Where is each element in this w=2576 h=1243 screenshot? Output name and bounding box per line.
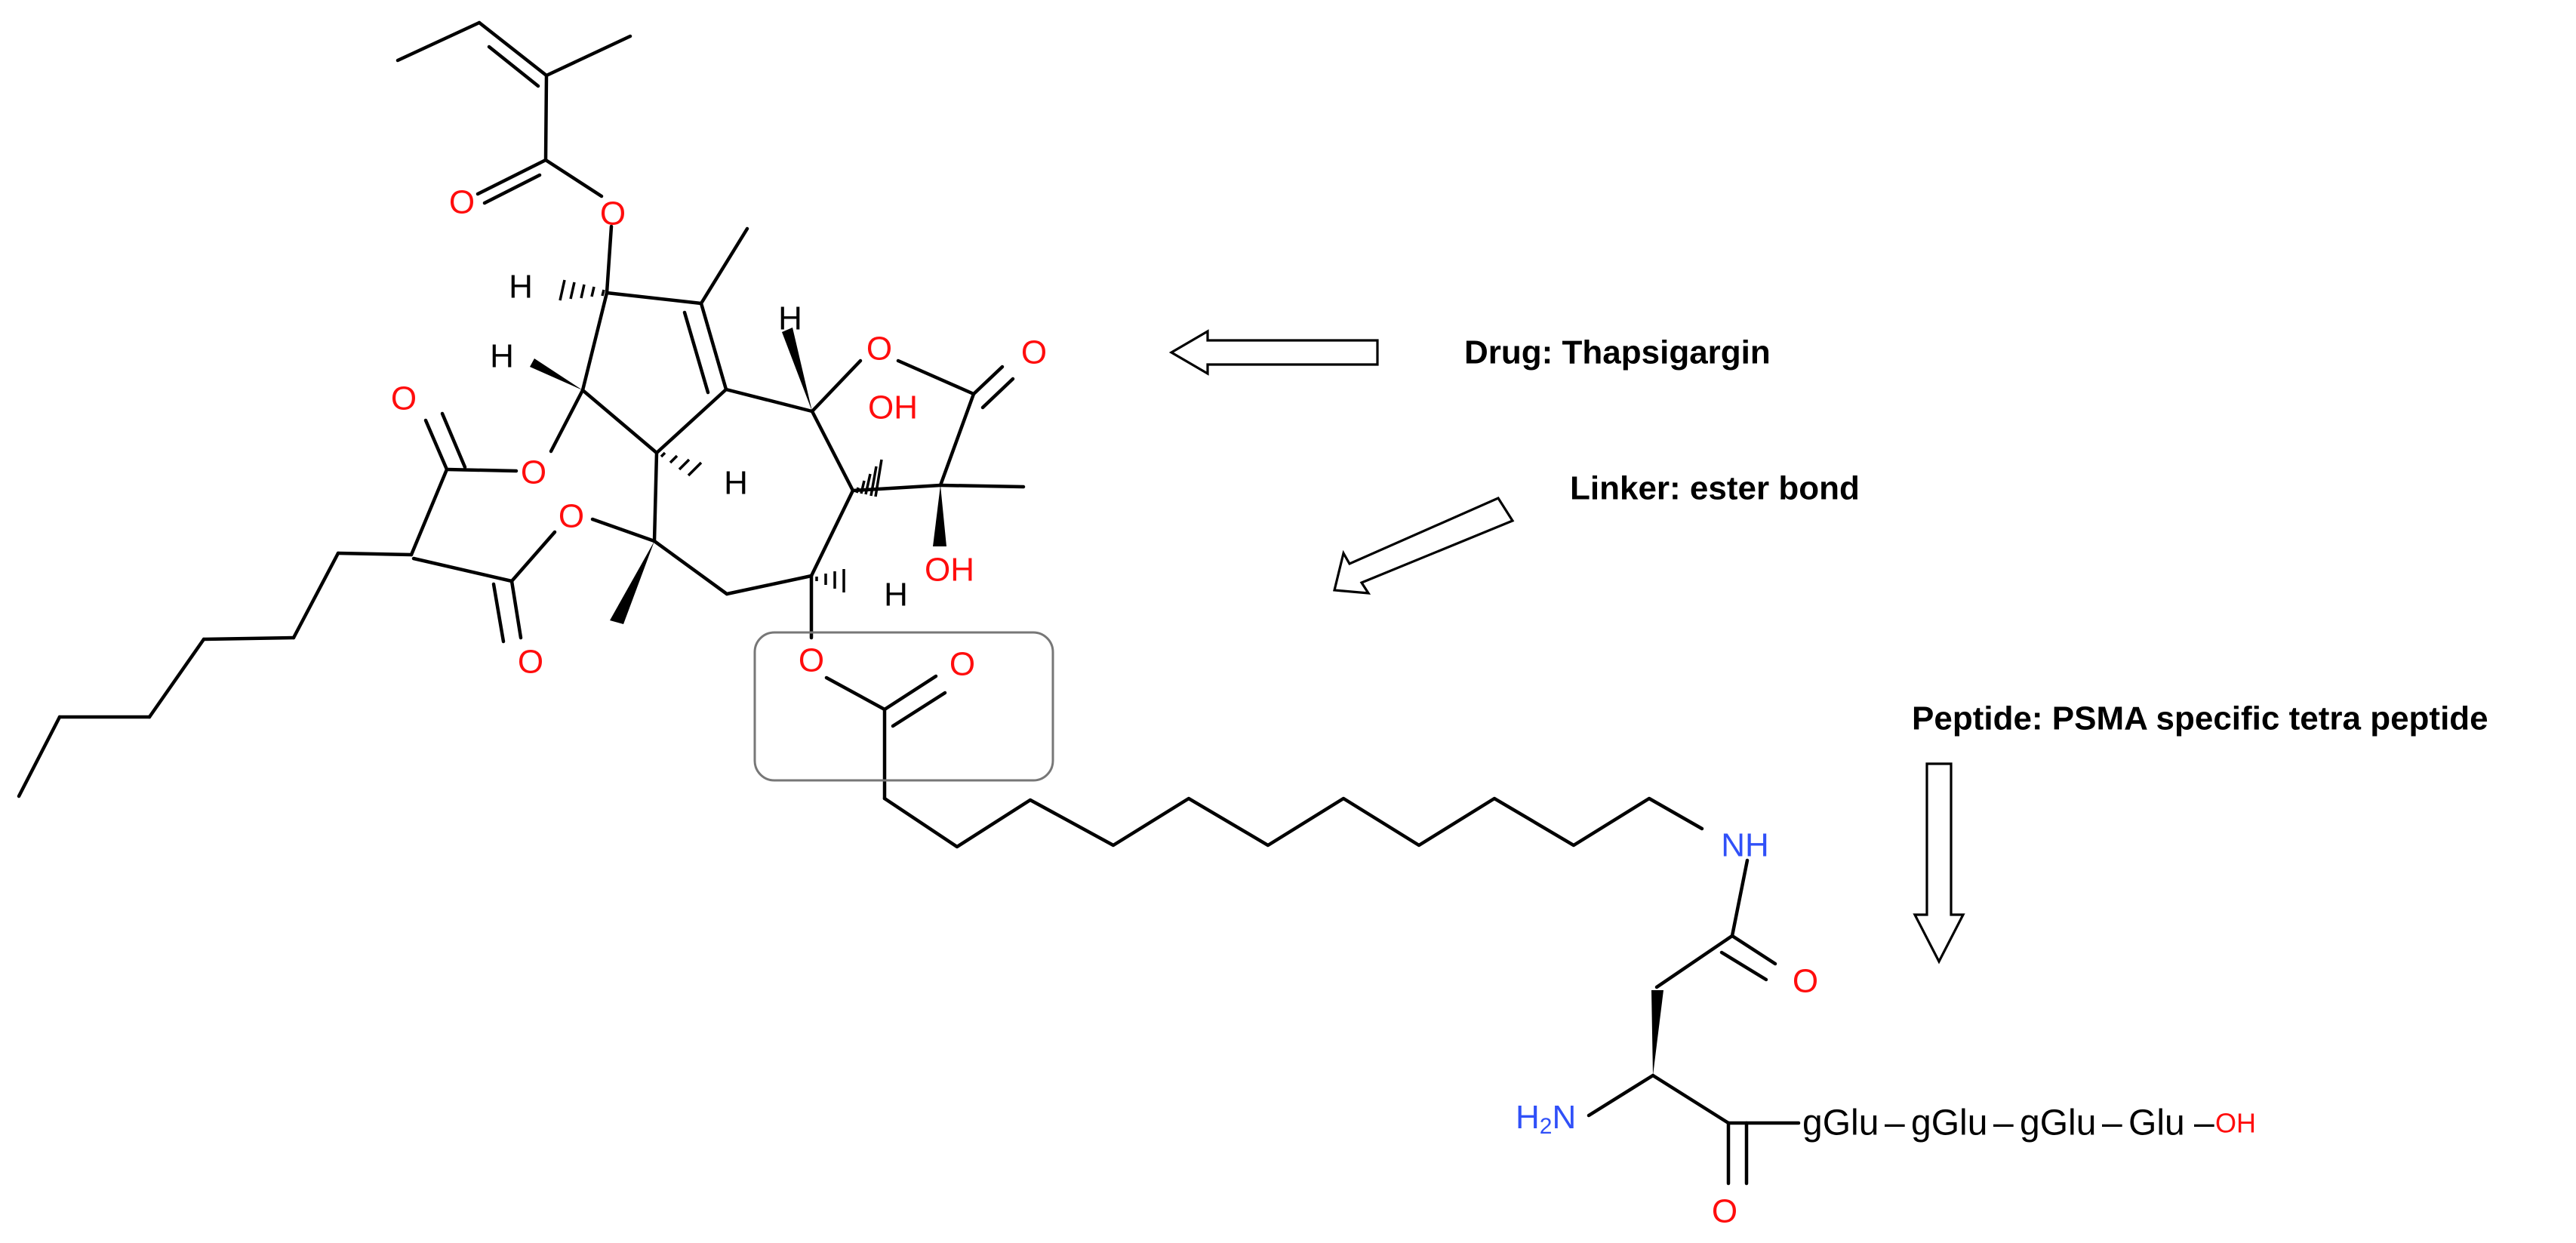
atom-nh: NH xyxy=(1721,827,1769,864)
atom-o: O xyxy=(1712,1193,1737,1230)
atom-o: O xyxy=(799,642,824,679)
h2n-n: N xyxy=(1552,1099,1576,1136)
hollow-arrow-left-icon xyxy=(1168,329,1379,376)
residue-ggl-3: gGlu xyxy=(2020,1103,2096,1143)
atom-o: O xyxy=(391,380,417,417)
atom-oh: OH xyxy=(868,389,918,426)
h2n-h: H xyxy=(1516,1099,1540,1136)
residue-ggl-2: gGlu xyxy=(1911,1103,1987,1143)
atom-h2n: H2N xyxy=(1516,1099,1576,1139)
atom-h: H xyxy=(884,577,908,614)
atom-o: O xyxy=(1793,963,1818,1000)
linker-highlight-box xyxy=(753,631,1054,782)
seq-dash: – xyxy=(2102,1103,2122,1143)
atom-o: O xyxy=(600,195,626,232)
hollow-arrow-down-left-icon xyxy=(1333,496,1515,595)
residue-glu: Glu xyxy=(2128,1103,2185,1143)
seq-dash: – xyxy=(1885,1103,1905,1143)
residue-ggl-1: gGlu xyxy=(1802,1103,1879,1143)
atom-h: H xyxy=(724,465,748,502)
atom-h: H xyxy=(509,269,533,306)
seq-dash: – xyxy=(1993,1103,2014,1143)
label-linker: Linker: ester bond xyxy=(1570,470,1860,507)
label-drug: Drug: Thapsigargin xyxy=(1464,334,1771,371)
stereo-wedges xyxy=(530,328,1663,1075)
atom-o: O xyxy=(521,454,546,491)
atom-o: O xyxy=(518,644,543,681)
atom-o: O xyxy=(1021,334,1047,371)
bond-skeleton xyxy=(17,20,1801,1186)
atom-o: O xyxy=(559,498,584,535)
atom-h: H xyxy=(778,300,802,337)
h2n-subscript: 2 xyxy=(1540,1114,1553,1139)
atom-o: O xyxy=(949,646,975,683)
hollow-arrow-down-icon xyxy=(1913,762,1965,965)
label-peptide: Peptide: PSMA specific tetra peptide xyxy=(1912,700,2488,737)
peptide-sequence: gGlu – gGlu – gGlu – Glu – OH xyxy=(1802,1103,2256,1143)
atom-o: O xyxy=(449,184,475,221)
stereo-hashes xyxy=(559,279,883,592)
c-terminal-oh: OH xyxy=(2215,1108,2256,1139)
atom-labels: O O O O O O O O O O O O OH OH H H H H H … xyxy=(391,184,1818,1230)
atom-o: O xyxy=(866,331,892,368)
annotation-arrows xyxy=(1168,329,1965,965)
annotation-labels: Drug: Thapsigargin Linker: ester bond Pe… xyxy=(1464,334,2488,737)
seq-dash: – xyxy=(2194,1103,2214,1143)
atom-oh: OH xyxy=(925,552,974,589)
atom-h: H xyxy=(490,338,514,375)
